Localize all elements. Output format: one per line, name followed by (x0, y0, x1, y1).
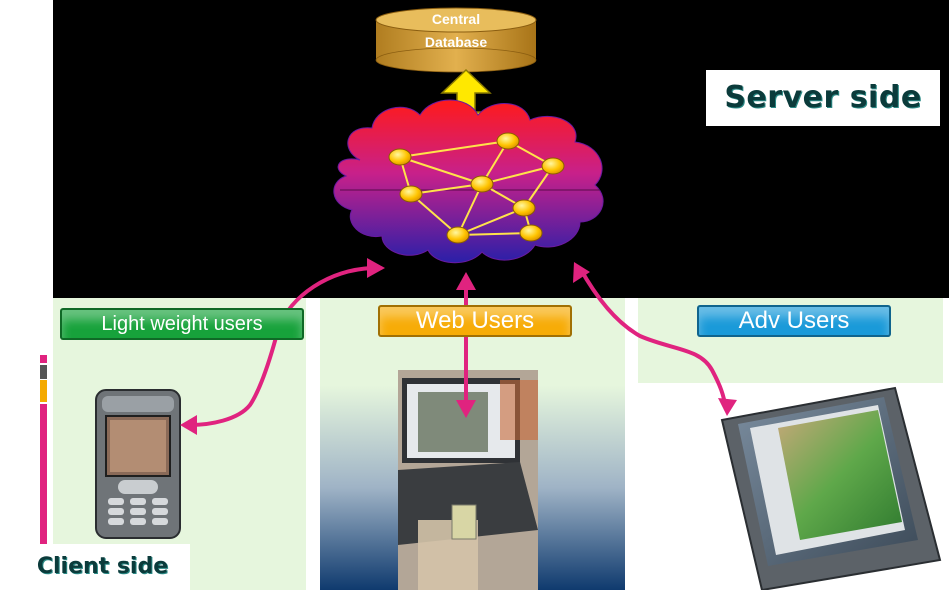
network-node-icon (512, 199, 536, 217)
mobile-phone-icon (95, 389, 181, 539)
panel-separator (306, 298, 320, 590)
accent-stripe (40, 404, 47, 544)
light-users-badge: Light weight users (60, 308, 304, 340)
tablet-pc-icon (720, 386, 942, 590)
network-node-icon (470, 175, 494, 193)
user-connection-arrows (189, 266, 728, 427)
adv-users-badge: Adv Users (697, 305, 891, 337)
network-node-icon (388, 148, 412, 166)
arrow-head-icon (180, 415, 197, 435)
accent-stripe (40, 380, 47, 402)
network-node-icon (399, 185, 423, 203)
database-label-line2: Database (425, 34, 487, 50)
accent-stripe (40, 355, 47, 363)
network-node-icon (519, 224, 543, 242)
server-side-label: Server side (706, 70, 940, 126)
light-users-arrow (189, 266, 373, 427)
network-node-icon (496, 132, 520, 150)
network-node-icon (446, 226, 470, 244)
arrow-head-icon (456, 272, 476, 290)
adv-users-arrow (578, 267, 728, 411)
accent-stripe (40, 365, 47, 379)
database-label-line1: Central (432, 11, 480, 27)
network-cloud-icon (333, 99, 604, 264)
client-side-label: Client side (15, 544, 190, 590)
network-nodes (388, 132, 565, 244)
arrow-head-icon (573, 262, 590, 283)
arrow-head-icon (367, 258, 385, 278)
arrow-head-icon (718, 398, 737, 416)
central-database-icon: Central Database (375, 7, 537, 73)
arrow-head-icon (456, 400, 476, 418)
web-users-badge: Web Users (378, 305, 572, 337)
network-node-icon (541, 157, 565, 175)
